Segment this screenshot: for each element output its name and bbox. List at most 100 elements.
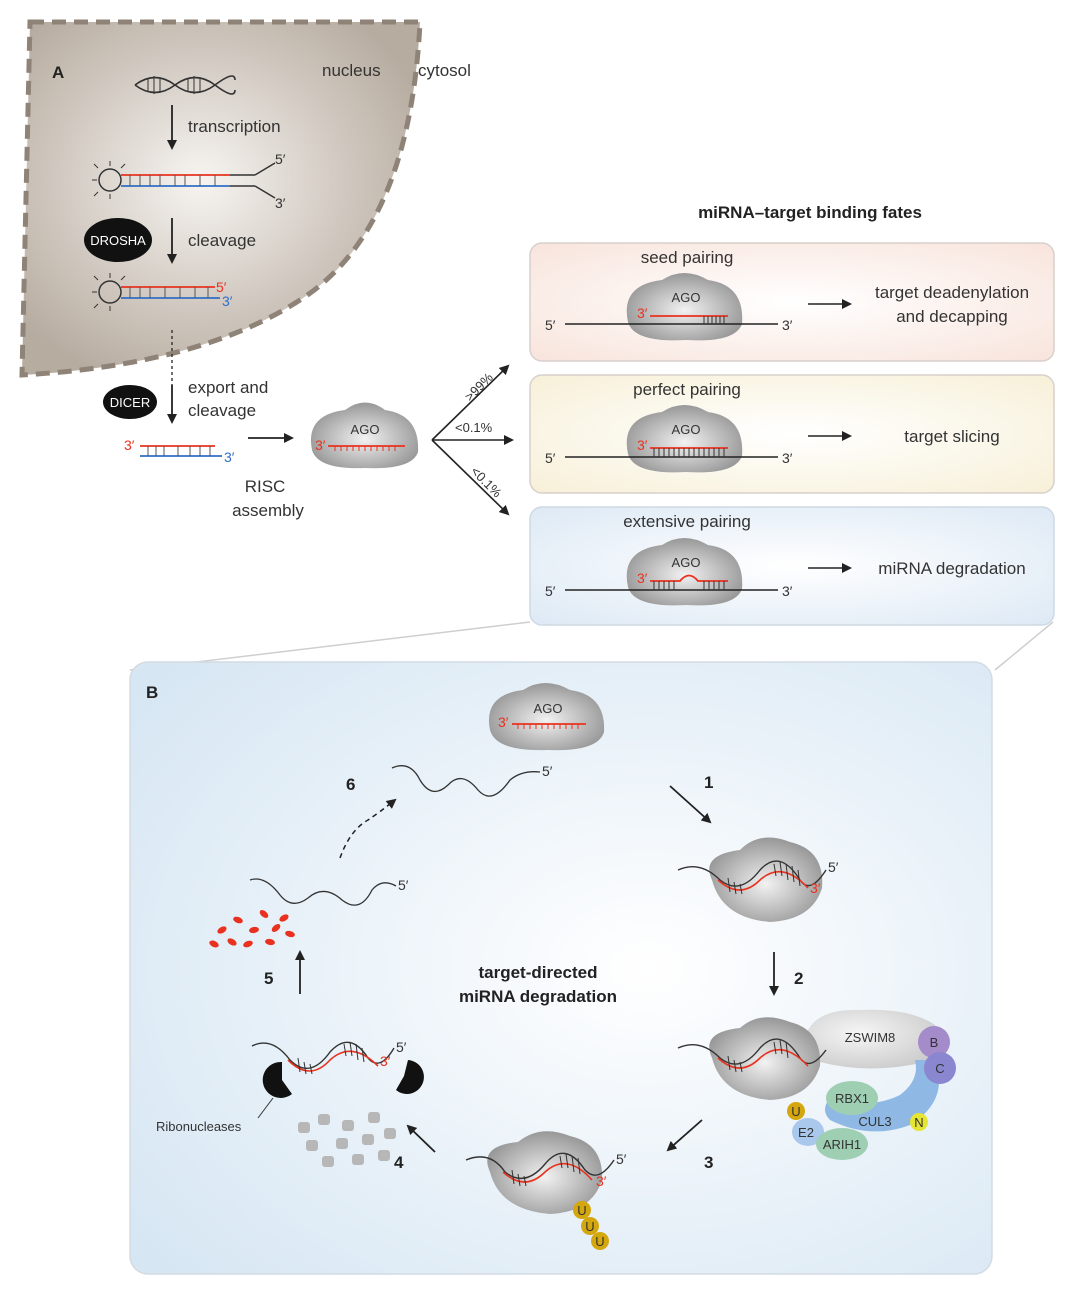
transcription-label: transcription bbox=[188, 117, 281, 136]
pre-five-prime: 5′ bbox=[216, 279, 227, 295]
n-label: N bbox=[914, 1115, 923, 1130]
ago-label-seed: AGO bbox=[672, 290, 701, 305]
panel-b-letter: B bbox=[146, 683, 158, 702]
ago-label-b-top: AGO bbox=[534, 701, 563, 716]
ubiquitin-2 bbox=[581, 1217, 599, 1235]
u-label-e2: U bbox=[791, 1104, 800, 1119]
export-label-2: cleavage bbox=[188, 401, 256, 420]
pri-five-prime: 5′ bbox=[275, 151, 286, 167]
rbx1-label: RBX1 bbox=[835, 1091, 869, 1106]
pri-three-prime: 3′ bbox=[275, 195, 286, 211]
b-label: B bbox=[930, 1035, 939, 1050]
target-rna-complex bbox=[677, 1038, 827, 1065]
dicer-label: DICER bbox=[110, 395, 150, 410]
cleavage-label-1: cleavage bbox=[188, 231, 256, 250]
perfect-target-three-prime: 3′ bbox=[782, 450, 793, 466]
mirna-duplex bbox=[140, 445, 222, 457]
fates-title: miRNA–target binding fates bbox=[698, 203, 922, 222]
step-6-label: 6 bbox=[346, 775, 355, 794]
ago-guide-ticks bbox=[334, 446, 396, 451]
nucleus-label: nucleus bbox=[322, 61, 381, 80]
zswim8-protein bbox=[805, 1009, 941, 1069]
mirna-ubiquitinated bbox=[502, 1162, 593, 1183]
risc-label-2: assembly bbox=[232, 501, 304, 520]
extensive-pairing-label: extensive pairing bbox=[623, 512, 751, 531]
mirna-fragments bbox=[209, 910, 295, 948]
drosha-label: DROSHA bbox=[90, 233, 146, 248]
target-rna-released bbox=[391, 765, 541, 797]
step-2-label: 2 bbox=[794, 969, 803, 988]
step-1-label: 1 bbox=[704, 773, 713, 792]
panel-b: B AGO 3′ 5′ 6 1 5′ bbox=[129, 661, 993, 1275]
fates-section: miRNA–target binding fates seed pairing … bbox=[529, 203, 1055, 626]
ago-protein-b-top bbox=[488, 683, 605, 751]
cytosol-label: cytosol bbox=[418, 61, 471, 80]
ribonucleases-pointer bbox=[257, 1097, 274, 1119]
seed-outcome-2: and decapping bbox=[896, 307, 1008, 326]
panel-a-letter: A bbox=[52, 63, 64, 82]
pre-mirna-hairpin bbox=[92, 273, 220, 311]
zswim8-label: ZSWIM8 bbox=[845, 1030, 896, 1045]
arih1-label: ARIH1 bbox=[823, 1137, 861, 1152]
freed-five-prime: 5′ bbox=[398, 877, 409, 893]
seed-target-three-prime: 3′ bbox=[782, 317, 793, 333]
cul3-label: CUL3 bbox=[858, 1114, 891, 1129]
extensive-outcome-1: miRNA degradation bbox=[878, 559, 1025, 578]
perfect-mirna-three-prime: 3′ bbox=[637, 437, 648, 453]
u-label-2: U bbox=[585, 1219, 594, 1234]
u-label-3: U bbox=[595, 1234, 604, 1249]
arrow-step-6 bbox=[339, 798, 397, 859]
mirna-extensive bbox=[650, 574, 728, 582]
e2-enzyme bbox=[792, 1118, 824, 1146]
ago-protein-complex bbox=[709, 1017, 821, 1100]
pri-mirna-hairpin bbox=[92, 161, 276, 199]
step-3-label: 3 bbox=[704, 1153, 713, 1172]
ago-protein-extensive bbox=[626, 538, 743, 606]
elongin-c bbox=[924, 1052, 956, 1084]
seed-mirna-three-prime: 3′ bbox=[637, 305, 648, 321]
extensive-mirna-three-prime: 3′ bbox=[637, 570, 648, 586]
arrow-step-3 bbox=[666, 1119, 703, 1152]
nedd8-marker bbox=[910, 1113, 928, 1131]
mirna-complex bbox=[717, 1048, 809, 1069]
perfect-target-five-prime: 5′ bbox=[545, 450, 556, 466]
pct-seed: >99% bbox=[462, 369, 497, 404]
extensive-target-five-prime: 5′ bbox=[545, 583, 556, 599]
arrow-step-4 bbox=[406, 1124, 436, 1153]
dicer-enzyme bbox=[103, 385, 157, 419]
ago-fragments bbox=[298, 1112, 396, 1167]
ago-label-extensive: AGO bbox=[672, 555, 701, 570]
u-label-1: U bbox=[577, 1203, 586, 1218]
perfect-outcome-1: target slicing bbox=[904, 427, 999, 446]
dna-helix-icon bbox=[134, 75, 236, 95]
ubiquitin-1 bbox=[573, 1201, 591, 1219]
target-rna-freed bbox=[249, 878, 397, 906]
nuclease-three-prime: 3′ bbox=[380, 1053, 391, 1069]
duplex-three-prime-red: 3′ bbox=[124, 437, 135, 453]
seed-outcome-1: target deadenylation bbox=[875, 283, 1029, 302]
perfect-pairing-label: perfect pairing bbox=[633, 380, 741, 399]
bound-five-prime: 5′ bbox=[828, 859, 839, 875]
ubiquitin-3 bbox=[591, 1232, 609, 1250]
ub-three-prime: 3′ bbox=[596, 1173, 607, 1189]
center-label-1: target-directed bbox=[478, 963, 597, 982]
rbx1-protein bbox=[826, 1081, 878, 1115]
center-label-2: miRNA degradation bbox=[459, 987, 617, 1006]
pct-extensive: <0.1% bbox=[468, 464, 505, 501]
extensive-target-three-prime: 3′ bbox=[782, 583, 793, 599]
arrow-step-1 bbox=[669, 785, 712, 824]
ubiquitin-on-e2 bbox=[787, 1102, 805, 1120]
target-rna-ubiquitinated bbox=[465, 1152, 615, 1180]
ago-label-perfect: AGO bbox=[672, 422, 701, 437]
ub-five-prime: 5′ bbox=[616, 1151, 627, 1167]
ago-protein-bound bbox=[709, 837, 823, 922]
e2-label: E2 bbox=[798, 1125, 814, 1140]
ago-label-a: AGO bbox=[351, 422, 380, 437]
duplex-three-prime-blue: 3′ bbox=[224, 449, 235, 465]
projection-line-right bbox=[994, 621, 1054, 671]
ago-protein-perfect bbox=[626, 405, 743, 473]
c-label: C bbox=[935, 1061, 944, 1076]
seed-target-five-prime: 5′ bbox=[545, 317, 556, 333]
nuclease-five-prime: 5′ bbox=[396, 1039, 407, 1055]
